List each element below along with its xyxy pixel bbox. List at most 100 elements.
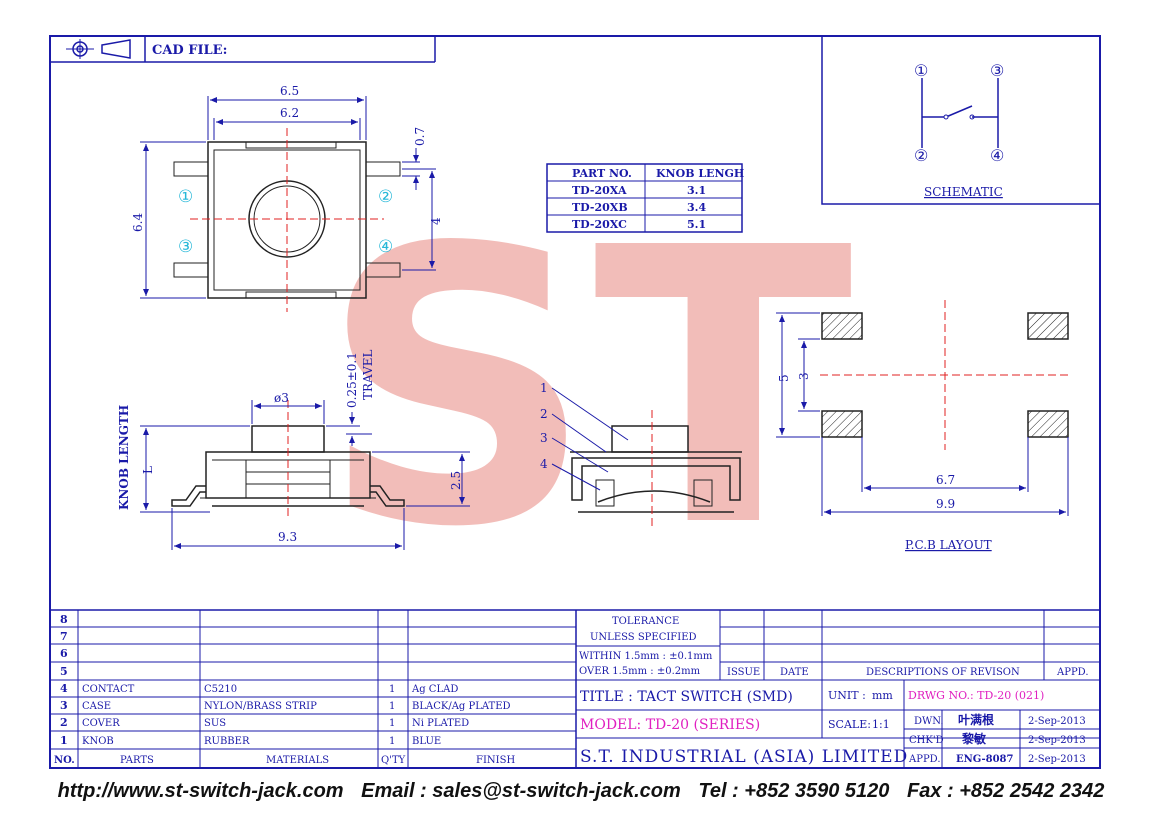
dim-0.7: 0.7 — [413, 127, 427, 146]
schematic-pin-4: ④ — [990, 146, 1004, 165]
tolerance-line1: TOLERANCE — [612, 616, 679, 627]
pcb-dim-3: 3 — [797, 372, 811, 380]
knob-length-table: PART NO. KNOB LENGH TD-20XA 3.1 TD-20XB … — [546, 163, 744, 233]
pcb-dim-9.9: 9.9 — [936, 497, 955, 511]
bom-header-no: NO. — [54, 755, 75, 766]
bom-finish: Ag CLAD — [411, 684, 458, 695]
bom-no: 5 — [60, 665, 68, 678]
knob-table-cell: 5.1 — [687, 218, 706, 231]
knob-table-cell: 3.1 — [687, 184, 706, 197]
pcb-layout: 5 3 6.7 9.9 P.C.B LAYOUT — [776, 300, 1070, 552]
model-name: MODEL: TD-20 (SERIES) — [580, 717, 760, 733]
tolerance-line3: WITHIN 1.5mm : ±0.1mm — [579, 651, 713, 662]
knob-table-cell: TD-20XC — [572, 218, 627, 231]
pcb-dim-6.7: 6.7 — [936, 473, 955, 487]
section-view: 1 2 3 4 — [540, 381, 742, 530]
scale-value: 1:1 — [872, 718, 890, 731]
email-text: Email : sales@st-switch-jack.com — [361, 780, 681, 802]
website-link[interactable]: http://www.st-switch-jack.com — [57, 780, 344, 802]
bom-finish: Ni PLATED — [412, 718, 469, 729]
unit-label: UNIT : — [828, 689, 866, 702]
schematic-pin-1: ① — [914, 61, 928, 80]
revision-appd: APPD. — [1056, 667, 1089, 678]
schematic-pin-2: ② — [914, 146, 928, 165]
bom-finish: BLUE — [412, 736, 441, 747]
title-block-text: TITLE : TACT SWITCH (SMD) UNIT : mm DRWG… — [580, 689, 1086, 767]
revision-issue: ISSUE — [727, 667, 760, 678]
signoff-date: 2-Sep-2013 — [1028, 754, 1086, 765]
bom-no: 2 — [60, 716, 68, 729]
revision-date: DATE — [780, 667, 809, 678]
bom-text: 8 7 6 5 4 CONTACT C5210 1 Ag CLAD 3 CASE… — [54, 613, 515, 766]
bom-no: 3 — [60, 699, 68, 712]
revision-block — [576, 610, 1100, 680]
bom-no: 8 — [60, 613, 68, 626]
scale-label: SCALE: — [828, 718, 871, 731]
signoff-date: 2-Sep-2013 — [1028, 735, 1086, 746]
callout-1: 1 — [540, 381, 548, 395]
bom-qty: 1 — [389, 684, 395, 695]
bom-part: KNOB — [82, 736, 114, 747]
bom-qty: 1 — [389, 718, 395, 729]
top-view: ① ② ③ ④ 6.5 6.2 6.4 4 0.7 — [131, 84, 443, 312]
schematic-pin-3: ③ — [990, 61, 1004, 80]
title-block-lines — [576, 680, 1100, 768]
pin-2-label: ② — [378, 187, 393, 207]
bom-qty: 1 — [389, 736, 395, 747]
dim-4: 4 — [429, 217, 443, 225]
bom-no: 6 — [60, 647, 68, 660]
dim-2.5: 2.5 — [449, 471, 463, 490]
callout-4: 4 — [540, 457, 548, 471]
st-watermark: ST — [320, 167, 855, 610]
side-view: ø3 0.25±0.1 TRAVEL L KNOB LENGTH 2.5 9.3 — [117, 349, 470, 550]
tel-text: Tel : +852 3590 5120 — [698, 780, 890, 802]
dim-6.4: 6.4 — [131, 213, 145, 232]
pcb-layout-title: P.C.B LAYOUT — [905, 538, 992, 552]
bom-material: SUS — [204, 718, 226, 729]
tolerance-text: TOLERANCE UNLESS SPECIFIED WITHIN 1.5mm … — [579, 616, 1089, 678]
dim-9.3: 9.3 — [278, 530, 297, 544]
tolerance-line4: OVER 1.5mm : ±0.2mm — [579, 666, 701, 677]
drawing-number: DRWG NO.: TD-20 (021) — [908, 689, 1044, 702]
bom-header-qty: Q'TY — [381, 755, 406, 766]
pin-4-label: ④ — [378, 237, 393, 257]
bom-header-materials: MATERIALS — [266, 755, 329, 766]
sheet-border — [49, 35, 1101, 769]
knob-length-label: KNOB LENGTH — [117, 405, 131, 510]
knob-table-cell: TD-20XA — [572, 184, 627, 197]
dim-6.2: 6.2 — [280, 106, 299, 120]
pcb-dim-5: 5 — [777, 374, 791, 382]
knob-table-cell: 3.4 — [687, 201, 706, 214]
bom-no: 1 — [60, 734, 68, 747]
signoff-date: 2-Sep-2013 — [1028, 716, 1086, 727]
bom-part: CASE — [82, 701, 111, 712]
revision-desc: DESCRIPTIONS OF REVISON — [866, 667, 1020, 678]
cad-file-label: CAD FILE: — [152, 43, 227, 58]
bom-part: COVER — [82, 718, 120, 729]
signoff-role: APPD. — [908, 754, 941, 765]
signoff-name: ENG-8087 — [956, 754, 1014, 765]
knob-table-cell: TD-20XB — [572, 201, 628, 214]
bom-material: C5210 — [204, 684, 237, 695]
signoff-role: DWN. — [914, 716, 944, 727]
bom-finish: BLACK/Ag PLATED — [412, 701, 511, 712]
bom-header-finish: FINISH — [476, 755, 515, 766]
dim-travel: 0.25±0.1 — [345, 352, 359, 408]
bom-part: CONTACT — [82, 684, 135, 695]
contact-footer: http://www.st-switch-jack.com Email : sa… — [0, 780, 1162, 803]
bom-header-parts: PARTS — [120, 755, 154, 766]
bom-material: RUBBER — [204, 736, 250, 747]
pin-3-label: ③ — [178, 237, 193, 257]
dim-l: L — [141, 466, 155, 474]
signoff-role: CHK'D — [909, 735, 944, 746]
fax-text: Fax : +852 2542 2342 — [906, 780, 1105, 802]
unit-value: mm — [872, 689, 893, 702]
bom-qty: 1 — [389, 701, 395, 712]
knob-table-header-length: KNOB LENGH — [656, 167, 744, 180]
dim-knob-dia: ø3 — [274, 391, 289, 405]
signoff-name: 叶满根 — [958, 712, 994, 727]
svg-text:ST: ST — [320, 167, 855, 610]
projection-symbol-icon — [66, 39, 131, 59]
schematic-title: SCHEMATIC — [924, 185, 1003, 199]
